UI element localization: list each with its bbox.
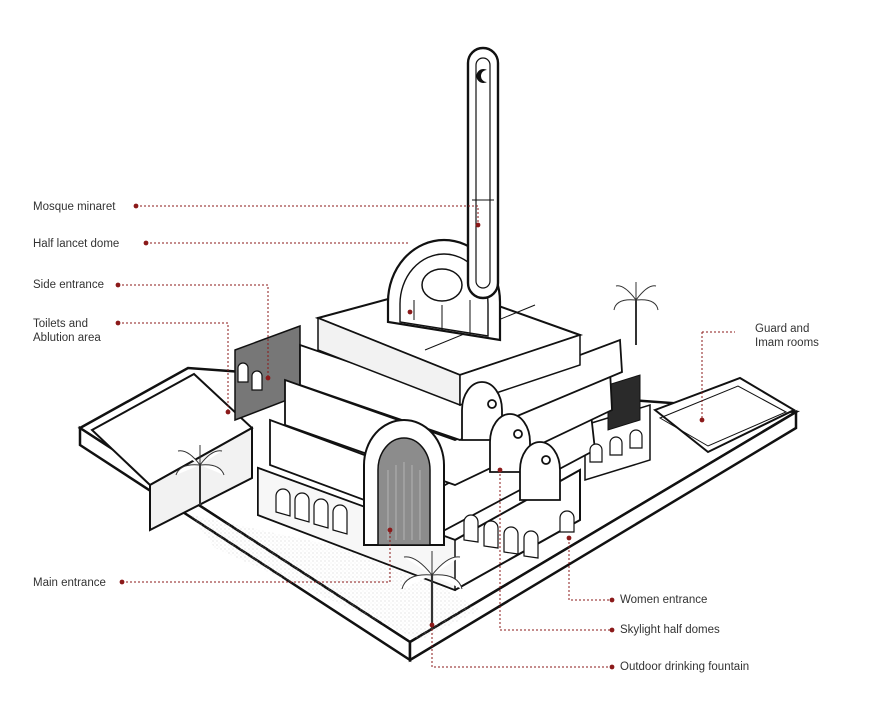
label-guard-line2: Imam rooms [755,337,819,349]
palm-tree-icon [175,282,659,630]
label-guard-line1: Guard and [755,323,810,335]
label-side-entrance: Side entrance [33,279,104,291]
crescent-icon [476,69,487,83]
minaret [466,46,500,300]
leader-lines [118,205,735,668]
main-entrance-arch [363,419,445,546]
leader-dots [115,203,705,670]
label-toilets-ablution: Toilets and Ablution area [33,317,101,345]
label-toilets-line1: Toilets and [33,318,88,330]
label-skylight-half-domes: Skylight half domes [620,624,720,636]
skylight-half-domes [461,381,561,501]
arcade-arches [237,362,643,559]
label-mosque-minaret: Mosque minaret [33,201,116,213]
label-guard-imam-rooms: Guard and Imam rooms [755,322,819,350]
label-outdoor-drinking-fountain: Outdoor drinking fountain [620,661,750,673]
label-main-entrance: Main entrance [33,577,106,589]
label-toilets-line2: Ablution area [33,332,101,344]
label-half-lancet-dome: Half lancet dome [33,238,120,250]
label-women-entrance: Women entrance [620,594,708,606]
